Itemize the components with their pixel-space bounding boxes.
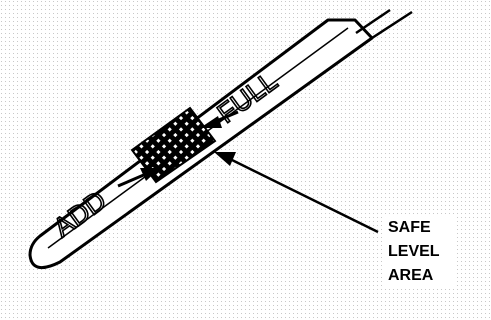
- safe-level-line-3: AREA: [388, 267, 434, 284]
- safe-level-line-2: LEVEL: [388, 243, 440, 260]
- safe-level-annotation: SAFE LEVEL AREA: [384, 214, 454, 288]
- full-arrow: [200, 110, 239, 128]
- safe-level-leader-arrow: [214, 152, 379, 234]
- safe-level-line-1: SAFE: [388, 219, 431, 236]
- add-arrow: [117, 168, 160, 188]
